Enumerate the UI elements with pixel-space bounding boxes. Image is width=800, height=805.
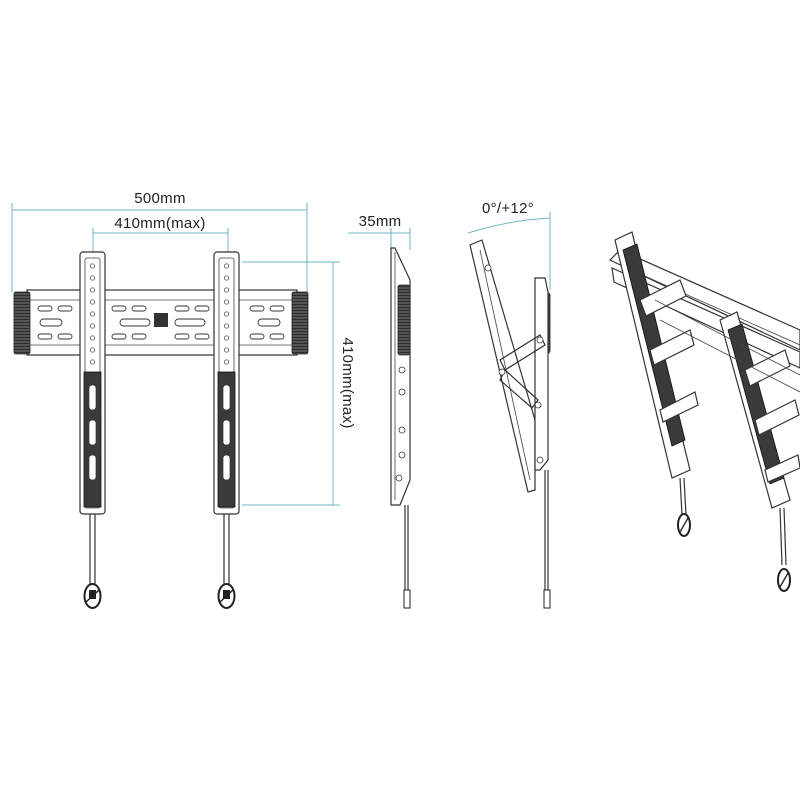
vesa-height-dimension: 410mm(max)	[242, 261, 356, 506]
perspective-view	[608, 231, 800, 592]
vesa-height-label: 410mm(max)	[339, 337, 356, 428]
overall-width-label: 500mm	[134, 190, 186, 207]
depth-dimension: 35mm	[348, 213, 411, 250]
tilt-label: 0°/+12°	[482, 200, 534, 217]
tilt-dimension: 0°/+12°	[467, 200, 551, 290]
left-vertical-bracket	[79, 251, 106, 609]
right-vertical-bracket	[213, 251, 240, 609]
overall-width-dimension: 500mm	[11, 190, 308, 292]
wall-plate	[13, 289, 309, 356]
vesa-width-dimension: 410mm(max)	[92, 215, 229, 258]
vesa-width-label: 410mm(max)	[114, 215, 205, 232]
side-view: 35mm	[348, 213, 411, 609]
tilt-view: 0°/+12°	[467, 200, 551, 609]
depth-label: 35mm	[359, 213, 402, 230]
front-view: 500mm 410mm(max) 410mm(max)	[11, 190, 356, 609]
